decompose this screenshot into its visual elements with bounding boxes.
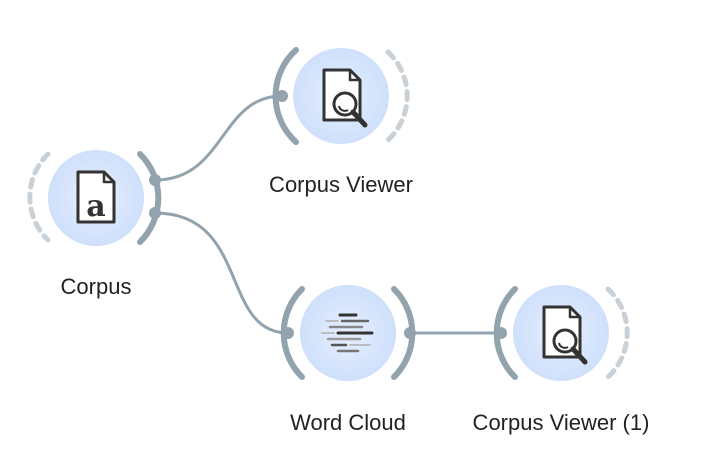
input-anchor[interactable]: [276, 90, 288, 102]
svg-text:a: a: [86, 189, 105, 224]
input-anchor[interactable]: [282, 327, 294, 339]
link-corpus-to-corpus-viewer[interactable]: [154, 94, 283, 182]
document-magnifier-icon: [322, 68, 368, 128]
node-corpus[interactable]: a: [27, 150, 162, 246]
output-anchor-2[interactable]: [149, 207, 161, 219]
word-cloud-lines-icon: [321, 313, 374, 353]
node-corpus-viewer[interactable]: [272, 47, 410, 145]
output-channel-dashed: [605, 286, 630, 380]
link-corpus-to-word-cloud[interactable]: [154, 211, 289, 335]
node-label-corpus-viewer-1[interactable]: Corpus Viewer (1): [472, 410, 650, 435]
document-magnifier-icon: [542, 305, 588, 365]
output-anchor[interactable]: [404, 327, 416, 339]
node-word-cloud[interactable]: [280, 285, 416, 381]
node-corpus-viewer-1[interactable]: [493, 285, 630, 381]
node-label-corpus-viewer[interactable]: Corpus Viewer: [269, 172, 413, 197]
input-channel-dashed: [27, 151, 51, 243]
output-channel-dashed: [385, 49, 410, 143]
input-channel[interactable]: [272, 47, 299, 145]
output-anchor-1[interactable]: [149, 174, 161, 186]
input-anchor[interactable]: [495, 327, 507, 339]
node-label-corpus[interactable]: Corpus: [60, 274, 132, 299]
node-label-word-cloud[interactable]: Word Cloud: [290, 410, 406, 435]
document-letter-a-icon: a: [76, 170, 116, 224]
output-channel[interactable]: [137, 151, 162, 245]
